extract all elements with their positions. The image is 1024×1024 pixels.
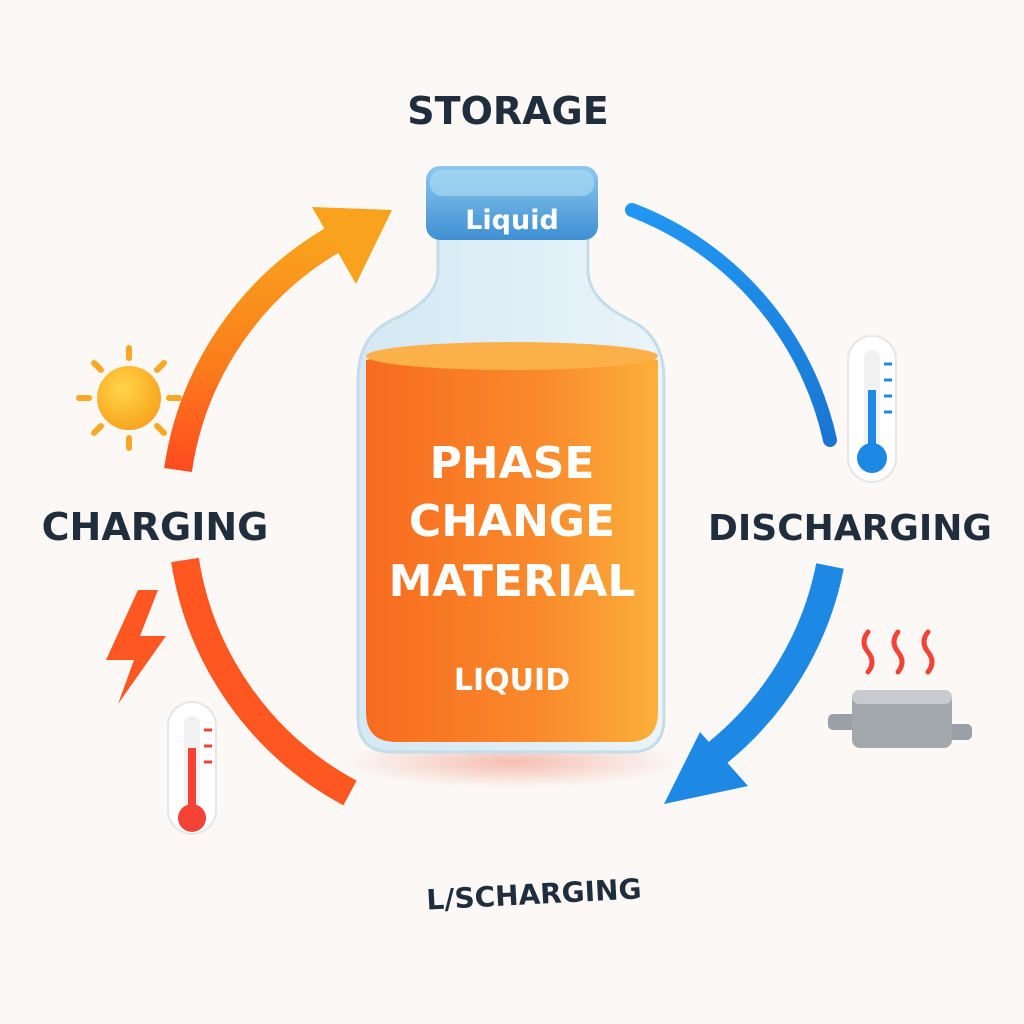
pcm-state-label: LIQUID [454,663,570,698]
pcm-title-line2: CHANGE [409,496,615,547]
charging-arrow [164,207,392,806]
cap-label: Liquid [465,205,559,236]
charging-label: CHARGING [42,505,269,549]
sun-icon [76,345,182,451]
liquid-surface [366,342,658,370]
thermometer-hot-icon [167,701,217,835]
lightning-icon [106,590,166,704]
pcm-liquid [366,345,658,742]
heat-waves-icon [861,629,935,675]
charging-arrowhead [312,207,392,284]
discharging-label: DISCHARGING [708,508,992,549]
pcm-title-line3: MATERIAL [389,556,636,607]
pcm-bottle [356,166,666,754]
pcm-title-line1: PHASE [430,438,595,489]
storage-label: STORAGE [407,89,608,133]
bottom-stage-label: L/SCHARGING [426,872,643,916]
discharging-arrowhead [664,732,748,804]
thermometer-cold-icon [847,335,897,483]
heating-element-icon [828,690,972,748]
discharging-arrow [625,203,844,804]
